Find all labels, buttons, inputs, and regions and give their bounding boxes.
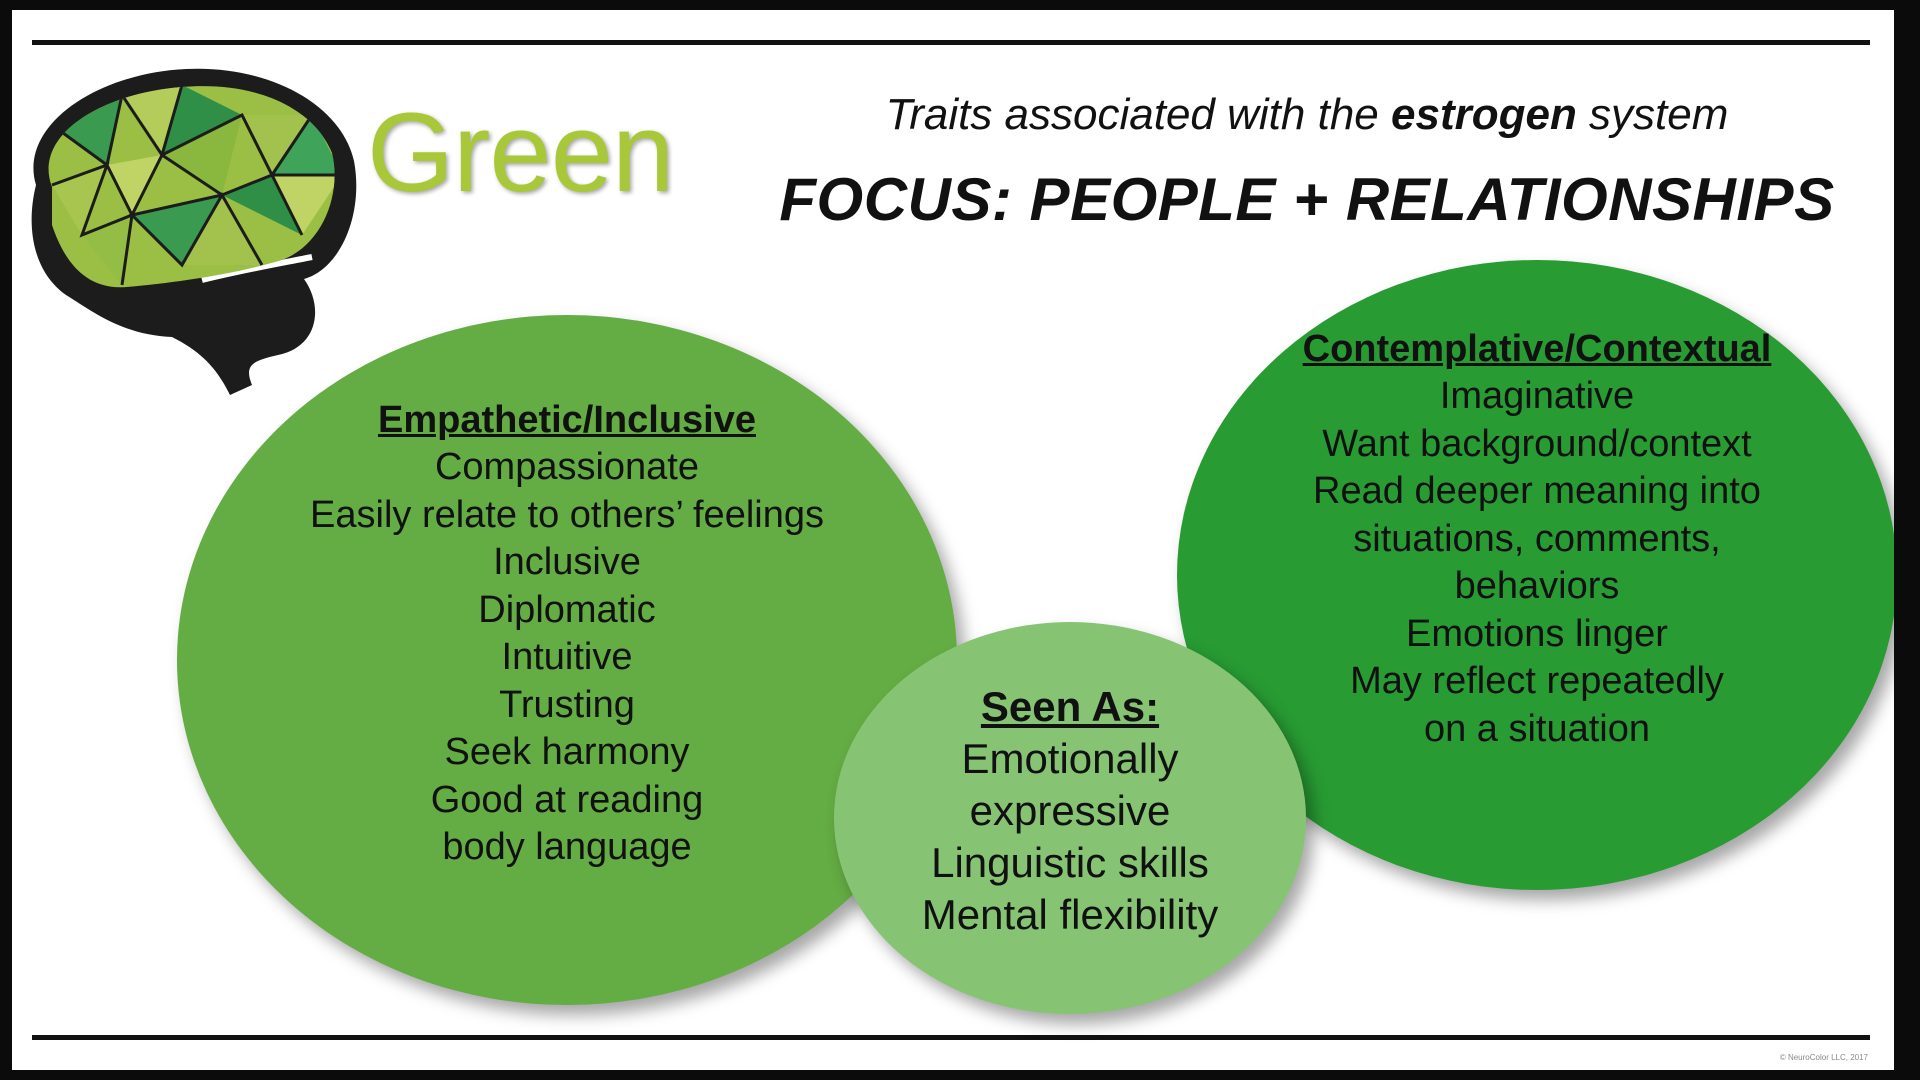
contemplative-list: Contemplative/Contextual Imaginative Wan… [1303,325,1772,753]
empathetic-list: Empathetic/Inclusive Compassionate Easil… [310,396,824,872]
list-item: Good at reading [430,778,704,821]
list-item: Imaginative [1439,375,1635,417]
subtitle-bold: estrogen [1391,90,1577,139]
subtitle-text: Traits associated with the [885,90,1391,139]
circle-heading: Empathetic/Inclusive [377,399,756,442]
subtitle-text-end: system [1576,90,1729,139]
circle-heading: Seen As: [980,683,1160,730]
slide: Green Traits associated with the estroge… [12,10,1894,1070]
list-item: May reflect repeatedly [1350,660,1724,702]
list-item: expressive [969,787,1171,834]
brand-title: Green [367,90,674,215]
focus-heading: FOCUS: PEOPLE + RELATIONSHIPS [779,166,1835,233]
subtitle: Traits associated with the estrogen syst… [722,90,1892,140]
list-item: Intuitive [501,636,633,679]
copyright-text: © NeuroColor LLC, 2017 [1779,1053,1868,1062]
list-item: on a situation [1423,707,1651,750]
list-item: Seek harmony [444,731,690,774]
list-item: Emotionally [961,735,1179,782]
list-item: Mental flexibility [921,891,1219,938]
list-item: Want background/context [1322,422,1752,465]
circle-heading: Contemplative/Contextual [1302,328,1772,370]
seen-as-list: Seen As: Emotionally expressive Linguist… [922,681,1218,941]
brain-icon [31,68,357,395]
list-item: body language [442,826,692,869]
list-item: Linguistic skills [931,839,1209,886]
list-item: Read deeper meaning into [1313,470,1761,512]
list-item: Compassionate [434,446,700,489]
list-item: situations, comments, [1353,517,1721,560]
list-item: Inclusive [493,541,641,584]
bottom-divider [32,1035,1870,1040]
list-item: Diplomatic [478,588,656,631]
top-divider [32,40,1870,45]
list-item: Easily relate to others’ feelings [310,493,824,536]
list-item: Trusting [499,683,635,726]
empathetic-circle: Empathetic/Inclusive Compassionate Easil… [177,315,957,1005]
list-item: Emotions linger [1406,612,1668,655]
seen-as-circle: Seen As: Emotionally expressive Linguist… [834,622,1306,1014]
list-item: behaviors [1454,565,1620,607]
